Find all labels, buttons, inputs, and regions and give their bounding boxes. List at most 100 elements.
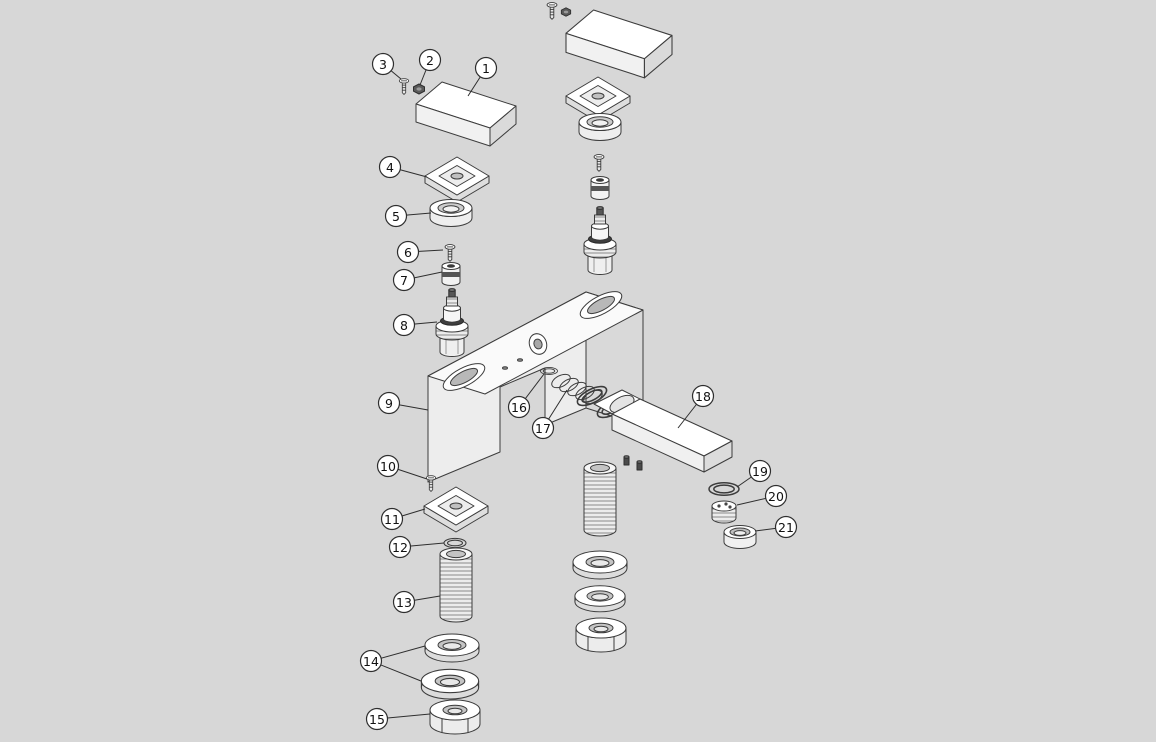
- callout-circle: [774, 515, 798, 539]
- callout-number: 2: [426, 53, 434, 68]
- callout-circle: [396, 240, 420, 264]
- flow-straightener: [711, 500, 737, 524]
- left-bush: [441, 262, 461, 286]
- callout-21-aerator-cap: 21: [754, 515, 798, 539]
- base-flange-plate: [423, 486, 489, 533]
- callout-20-flow-straightener: 20: [736, 484, 788, 508]
- callout-circle: [764, 484, 788, 508]
- handle-nut: [413, 83, 425, 95]
- left-screw: [444, 244, 456, 262]
- callout-number: 20: [768, 489, 784, 504]
- left-cartridge-port: [442, 363, 486, 391]
- callout-7-bush: 7: [392, 268, 443, 292]
- aerator-cap: [723, 525, 757, 549]
- callout-5-collar: 5: [384, 204, 432, 228]
- callout-2-handle-nut: 2: [418, 48, 442, 86]
- callout-number: 11: [384, 512, 400, 527]
- left-handle: [415, 81, 517, 147]
- left-escutcheon-plate: [424, 156, 490, 203]
- callout-circle: [359, 649, 383, 673]
- left-washer-2: [420, 668, 480, 700]
- callout-circle: [377, 391, 401, 415]
- right-cartridge-port: [579, 291, 623, 319]
- callout-number: 17: [535, 421, 551, 436]
- right-washer-2: [574, 585, 626, 613]
- right-screw: [593, 154, 605, 172]
- parts-drawing: [398, 2, 757, 735]
- callout-circle: [531, 416, 555, 440]
- callout-circle: [392, 268, 416, 292]
- callout-number: 12: [392, 540, 408, 555]
- callout-circle: [384, 204, 408, 228]
- base-o-ring: [443, 537, 467, 549]
- aerator-o-ring: [708, 481, 740, 497]
- callout-circle: [378, 155, 402, 179]
- callout-circle: [691, 384, 715, 408]
- callout-number: 16: [511, 400, 527, 415]
- callout-circle: [388, 535, 412, 559]
- callout-number: 1: [482, 61, 490, 76]
- callout-19-aerator-o-ring: 19: [736, 459, 772, 488]
- callout-15-backnut: 15: [365, 707, 431, 731]
- callout-circle: [392, 313, 416, 337]
- callout-number: 14: [363, 654, 379, 669]
- callout-circle: [392, 590, 416, 614]
- grub-screw: [425, 475, 437, 492]
- callout-4-square-escutcheon: 4: [378, 155, 428, 179]
- callout-circle: [418, 48, 442, 72]
- handle-screw: [398, 78, 410, 95]
- callout-number: 8: [400, 318, 408, 333]
- right-cartridge: [583, 206, 617, 275]
- callout-number: 4: [386, 160, 394, 175]
- callout-number: 3: [379, 57, 387, 72]
- callout-number: 15: [369, 712, 385, 727]
- callout-17-spring: 17: [531, 389, 568, 440]
- callout-11-base-flange: 11: [380, 507, 426, 531]
- right-handle-nut: [560, 7, 572, 17]
- callout-number: 21: [778, 520, 794, 535]
- callout-6-screw: 6: [396, 240, 444, 264]
- tap-body: [427, 291, 644, 483]
- spout: [593, 389, 733, 473]
- callout-14-washers: 14: [359, 645, 426, 682]
- left-threaded-inlet: [439, 547, 473, 623]
- callout-16-o-ring-small: 16: [507, 373, 545, 419]
- callout-18-spout: 18: [677, 384, 715, 429]
- callout-circle: [380, 507, 404, 531]
- callout-9-tap-body: 9: [377, 391, 429, 415]
- left-washer-1: [424, 633, 480, 663]
- callout-circle: [365, 707, 389, 731]
- callout-13-threaded-inlet: 13: [392, 590, 441, 614]
- callout-1-handle: 1: [467, 56, 498, 97]
- callout-3-handle-screw: 3: [371, 52, 402, 80]
- right-handle: [565, 9, 673, 79]
- right-backnut: [575, 617, 627, 653]
- screw-hole: [502, 366, 508, 370]
- callout-number: 6: [404, 245, 412, 260]
- right-collar: [578, 113, 622, 141]
- callout-circle: [748, 459, 772, 483]
- callout-circle: [474, 56, 498, 80]
- callout-circle: [376, 454, 400, 478]
- left-collar: [429, 199, 473, 227]
- right-handle-screw: [546, 2, 558, 20]
- callout-number: 18: [695, 389, 711, 404]
- left-cartridge: [435, 288, 469, 357]
- callout-number: 9: [385, 396, 393, 411]
- callout-circle: [371, 52, 395, 76]
- callout-number: 7: [400, 273, 408, 288]
- right-washer-1: [572, 550, 628, 580]
- callout-8-cartridge: 8: [392, 313, 438, 337]
- spout-outlet-hole: [528, 333, 548, 355]
- callout-number: 13: [396, 595, 412, 610]
- right-bush: [590, 176, 610, 200]
- callout-number: 19: [752, 464, 768, 479]
- screw-hole: [517, 358, 523, 362]
- callout-number: 10: [380, 459, 396, 474]
- callout-number: 5: [392, 209, 400, 224]
- callout-circle: [507, 395, 531, 419]
- callout-12-o-ring: 12: [388, 535, 445, 559]
